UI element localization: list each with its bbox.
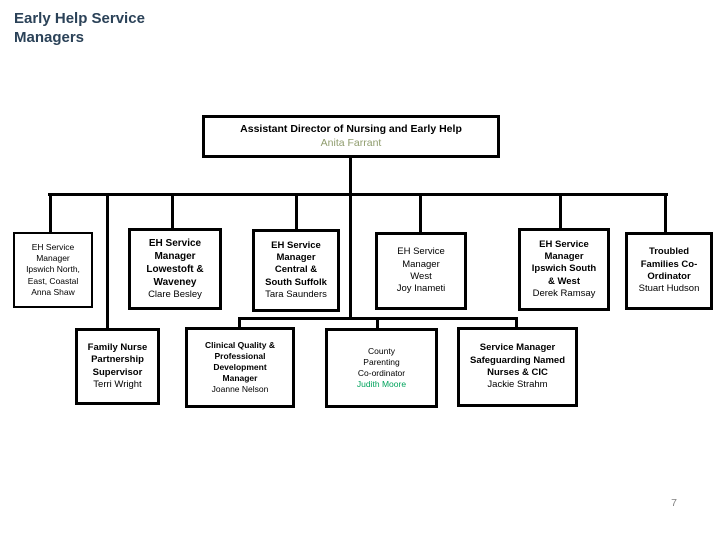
org-box-name: Joanne Nelson xyxy=(211,384,269,395)
connector-drop-box4 xyxy=(419,196,422,232)
org-box-name: Anna Shaw xyxy=(31,286,75,297)
connector-director-stem xyxy=(349,157,352,196)
connector-center-stem xyxy=(349,196,352,320)
org-box-title: Service Manager Safeguarding Named Nurse… xyxy=(469,342,566,378)
org-box-title: EH Service Manager Central & South Suffo… xyxy=(265,239,327,288)
connector-drop-family-nurse xyxy=(106,196,109,328)
page-title: Early Help Service Managers xyxy=(14,10,145,46)
org-box-eh-manager-lowestoft-waveney: EH Service Manager Lowestoft & Waveney C… xyxy=(128,228,222,310)
org-box-name: Joy Inameti xyxy=(396,283,446,295)
org-box-service-manager-safeguarding: Service Manager Safeguarding Named Nurse… xyxy=(457,327,578,407)
org-box-title: Troubled Families Co- Ordinator xyxy=(640,246,698,282)
connector-drop-clinical xyxy=(238,320,241,328)
connector-drop-county xyxy=(376,320,379,328)
connector-lower-bar xyxy=(238,317,518,320)
org-box-name: Jackie Strahm xyxy=(487,379,548,391)
org-box-title: EH Service Manager Lowestoft & Waveney xyxy=(146,237,204,288)
org-box-eh-manager-central-south-suffolk: EH Service Manager Central & South Suffo… xyxy=(252,229,340,312)
connector-main-bar xyxy=(48,193,668,196)
org-box-family-nurse-partnership-supervisor: Family Nurse Partnership Supervisor Terr… xyxy=(75,328,160,405)
org-box-eh-manager-ipswich-north: EH Service Manager Ipswich North, East, … xyxy=(13,232,93,308)
connector-drop-safeguarding xyxy=(515,320,518,328)
org-box-eh-manager-west: EH Service Manager West Joy Inameti xyxy=(375,232,467,310)
org-box-name: Tara Saunders xyxy=(265,289,327,301)
org-box-title: Family Nurse Partnership Supervisor xyxy=(87,341,148,378)
org-box-eh-manager-ipswich-south-west: EH Service Manager Ipswich South & West … xyxy=(518,228,610,311)
org-box-title: County Parenting Co-ordinator xyxy=(357,345,406,378)
org-box-title: EH Service Manager West xyxy=(397,246,445,282)
org-box-assistant-director: Assistant Director of Nursing and Early … xyxy=(202,115,500,158)
org-box-title: EH Service Manager Ipswich South & West xyxy=(531,238,597,287)
page-number: 7 xyxy=(671,497,677,509)
connector-drop-box2 xyxy=(171,196,174,228)
org-box-name: Terri Wright xyxy=(93,378,142,390)
org-box-name: Clare Besley xyxy=(148,288,202,300)
org-box-name: Derek Ramsay xyxy=(532,288,596,300)
org-box-title: EH Service Manager Ipswich North, East, … xyxy=(26,242,80,286)
connector-drop-box6 xyxy=(664,196,667,232)
org-box-clinical-quality-development-manager: Clinical Quality & Professional Developm… xyxy=(185,327,295,408)
connector-drop-box5 xyxy=(559,196,562,228)
org-box-title: Clinical Quality & Professional Developm… xyxy=(205,339,275,384)
org-box-troubled-families-coordinator: Troubled Families Co- Ordinator Stuart H… xyxy=(625,232,713,310)
org-box-name: Stuart Hudson xyxy=(638,283,700,295)
org-box-name: Judith Moore xyxy=(356,379,407,390)
org-box-name: Anita Farrant xyxy=(320,136,382,149)
connector-drop-box1 xyxy=(49,196,52,232)
connector-drop-box3 xyxy=(295,196,298,229)
org-box-title: Assistant Director of Nursing and Early … xyxy=(240,122,462,135)
org-box-county-parenting-coordinator: County Parenting Co-ordinator Judith Moo… xyxy=(325,328,438,408)
